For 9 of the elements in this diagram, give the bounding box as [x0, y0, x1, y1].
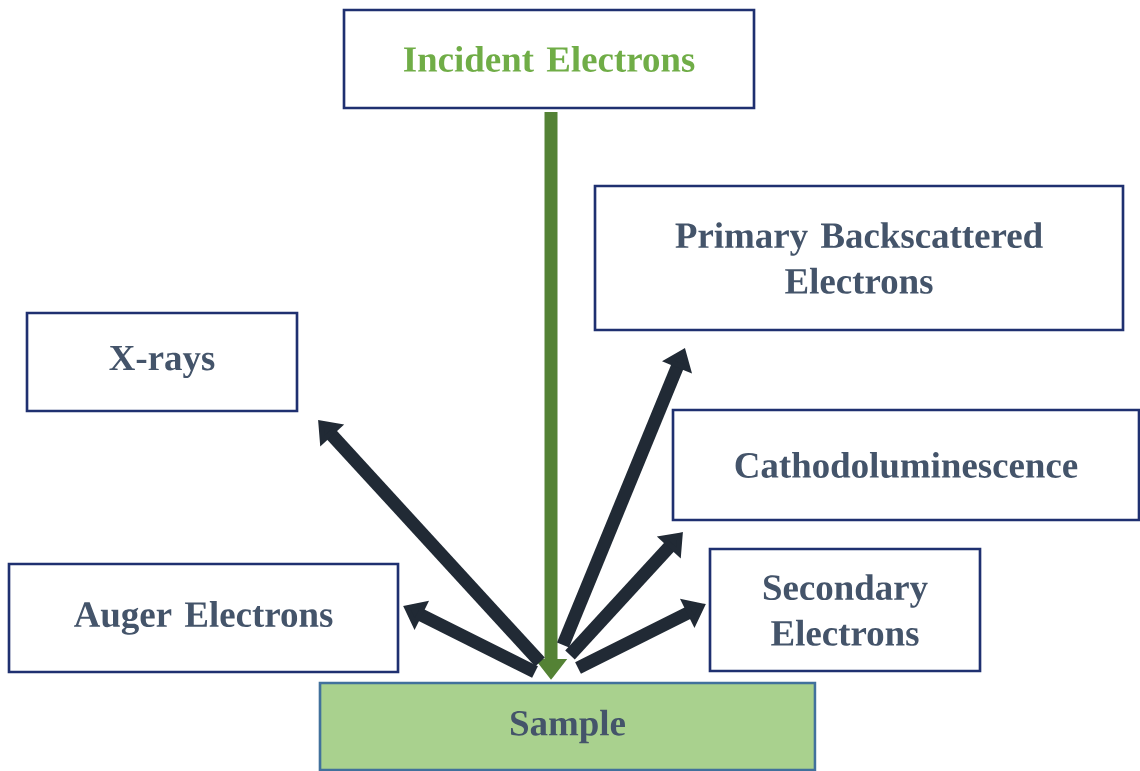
- label-box: X-rays: [25, 311, 299, 413]
- label-box: Cathodoluminescence: [671, 408, 1140, 522]
- arrow: [565, 532, 683, 660]
- label-box: Auger Electrons: [7, 562, 400, 674]
- label-box: Incident Electrons: [342, 8, 756, 110]
- arrow: [318, 420, 545, 667]
- label-box: Secondary Electrons: [708, 547, 982, 673]
- label-box: Primary Backscattered Electrons: [593, 184, 1125, 332]
- sample-block: Sample: [318, 681, 817, 771]
